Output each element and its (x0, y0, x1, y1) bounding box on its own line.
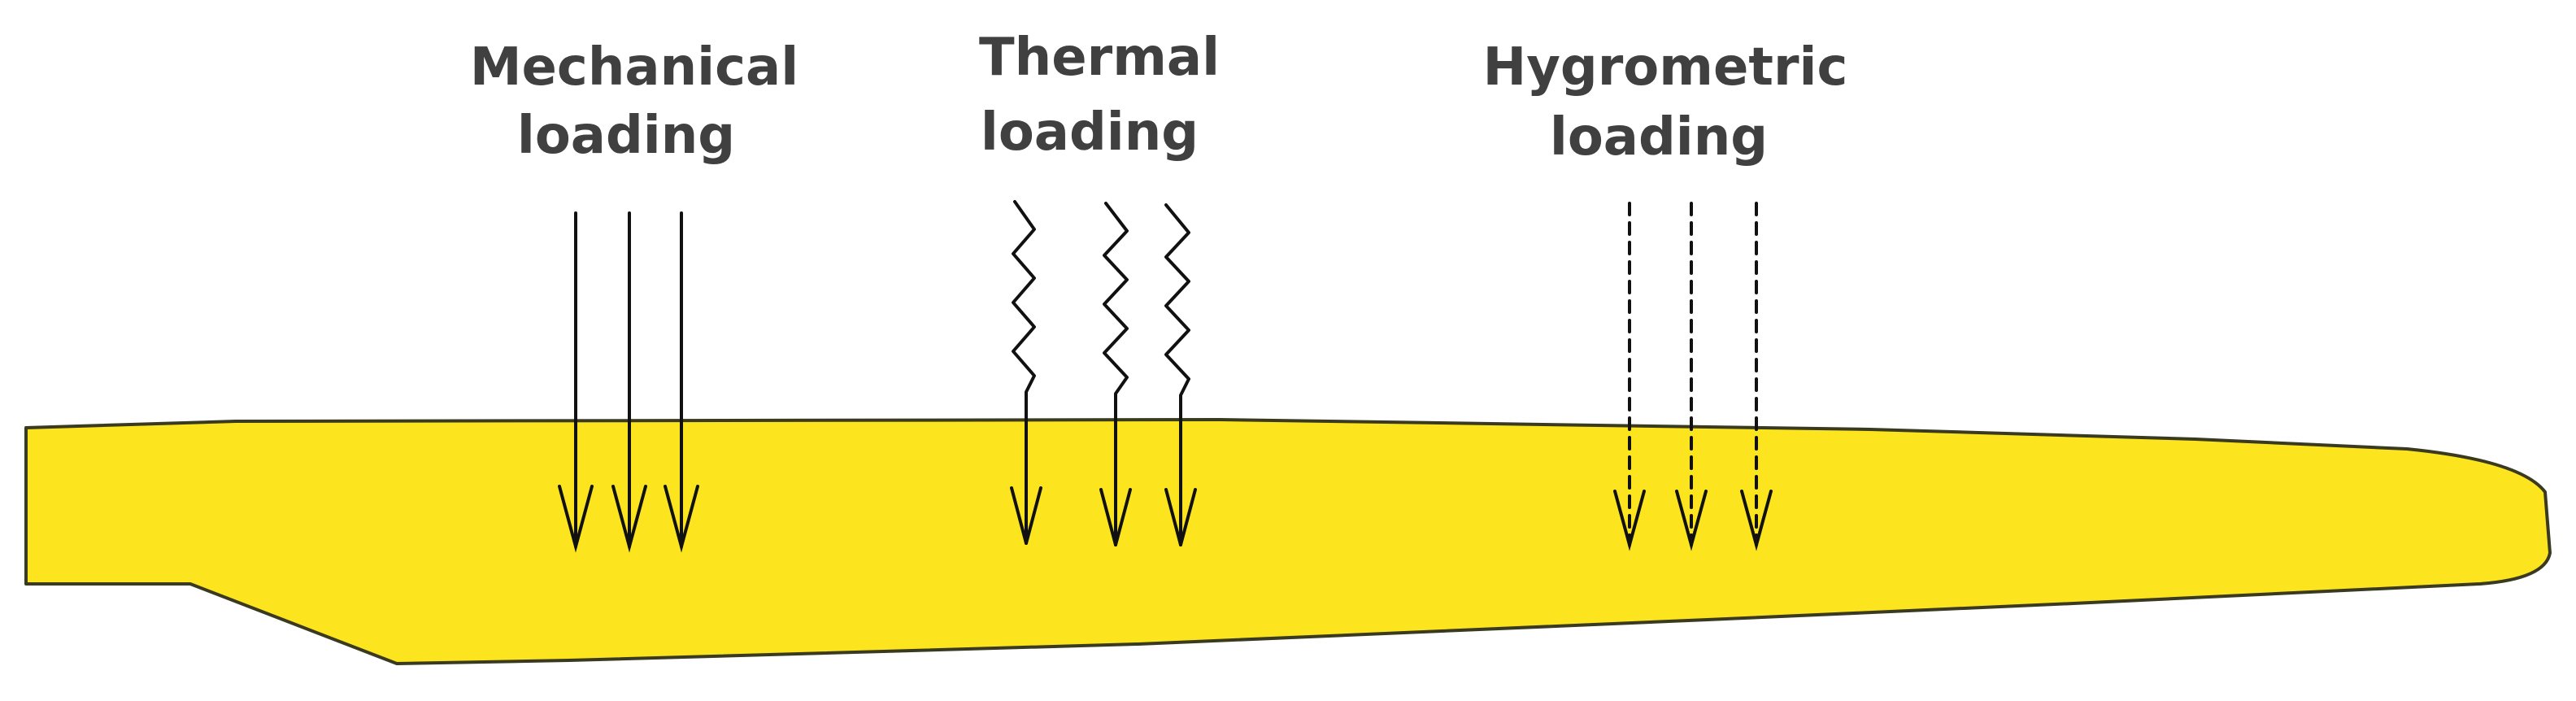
hygrometric-arrows (1613, 202, 1773, 551)
thermal-arrows (1010, 200, 1197, 546)
thermal-label: Thermal loading (979, 28, 1220, 163)
thermal-arrow-2 (1099, 202, 1132, 546)
mechanical-label-line1: Mechanical (470, 37, 798, 98)
mechanical-arrow-3 (664, 211, 699, 553)
thermal-arrow-3 (1164, 203, 1197, 546)
hygrometric-label-line2: loading (1550, 107, 1768, 168)
hygrometric-arrow-1 (1613, 202, 1646, 551)
thermal-arrow-1 (1010, 200, 1042, 545)
hygrometric-label: Hygrometric loading (1483, 37, 1848, 168)
hygrometric-arrow-3 (1740, 202, 1773, 551)
thermal-label-line1: Thermal (979, 28, 1220, 88)
thermal-label-line2: loading (981, 102, 1199, 163)
mechanical-arrow-1 (558, 211, 594, 553)
mechanical-arrows (558, 211, 699, 553)
hygrometric-arrow-2 (1675, 202, 1708, 551)
mechanical-arrow-2 (611, 211, 647, 553)
blade-body (24, 418, 2552, 665)
mechanical-label-line2: loading (517, 106, 735, 166)
mechanical-label: Mechanical loading (470, 37, 798, 166)
hygrometric-label-line1: Hygrometric (1483, 37, 1848, 98)
